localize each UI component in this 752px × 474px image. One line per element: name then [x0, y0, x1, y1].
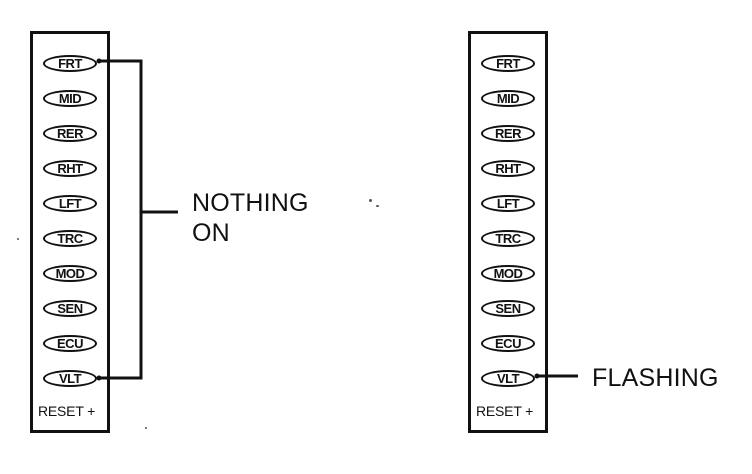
led-ecu: ECU: [481, 335, 535, 352]
led-label: LFT: [496, 196, 520, 211]
led-label: FRT: [496, 56, 520, 71]
led-frt: FRT: [43, 55, 97, 72]
led-rer: RER: [43, 125, 97, 142]
led-frt: FRT: [481, 55, 535, 72]
led-label: RER: [57, 126, 83, 141]
led-label: LFT: [58, 196, 82, 211]
nothing-on-callout: NOTHING ON: [192, 188, 309, 248]
led-label: VLT: [496, 371, 520, 386]
led-ecu: ECU: [43, 335, 97, 352]
led-label: VLT: [58, 371, 82, 386]
led-label: ECU: [57, 336, 83, 351]
led-mod: MOD: [481, 265, 535, 282]
led-label: ECU: [495, 336, 521, 351]
led-rht: RHT: [43, 160, 97, 177]
led-label: SEN: [495, 301, 521, 316]
led-label: TRC: [57, 231, 83, 246]
left-indicator-panel: FRT MID RER RHT LFT TRC MOD SEN ECU VLT …: [30, 31, 110, 433]
led-trc: TRC: [481, 230, 535, 247]
led-label: RHT: [495, 161, 521, 176]
led-mid: MID: [481, 90, 535, 107]
flashing-callout: FLASHING: [592, 364, 719, 392]
led-label: RHT: [57, 161, 83, 176]
led-mod: MOD: [43, 265, 97, 282]
reset-label: RESET +: [476, 403, 534, 419]
led-sen: SEN: [43, 300, 97, 317]
led-sen: SEN: [481, 300, 535, 317]
callout-line-1: NOTHING: [192, 189, 309, 217]
led-vlt: VLT: [481, 370, 535, 387]
reset-label: RESET +: [38, 403, 96, 419]
led-label: MID: [496, 91, 520, 106]
scan-speck: [376, 205, 379, 207]
led-label: MOD: [55, 266, 85, 281]
led-lft: LFT: [481, 195, 535, 212]
led-trc: TRC: [43, 230, 97, 247]
scan-speck: [145, 427, 147, 429]
led-lft: LFT: [43, 195, 97, 212]
led-label: SEN: [57, 301, 83, 316]
led-label: TRC: [495, 231, 521, 246]
led-mid: MID: [43, 90, 97, 107]
callout-line-2: ON: [192, 219, 230, 247]
scan-speck: [369, 199, 372, 202]
led-label: MID: [58, 91, 82, 106]
scan-speck: [17, 238, 19, 240]
right-indicator-panel: FRT MID RER RHT LFT TRC MOD SEN ECU VLT …: [468, 31, 548, 433]
led-vlt: VLT: [43, 370, 97, 387]
led-rer: RER: [481, 125, 535, 142]
led-label: FRT: [58, 56, 82, 71]
led-label: MOD: [493, 266, 523, 281]
led-rht: RHT: [481, 160, 535, 177]
led-label: RER: [495, 126, 521, 141]
